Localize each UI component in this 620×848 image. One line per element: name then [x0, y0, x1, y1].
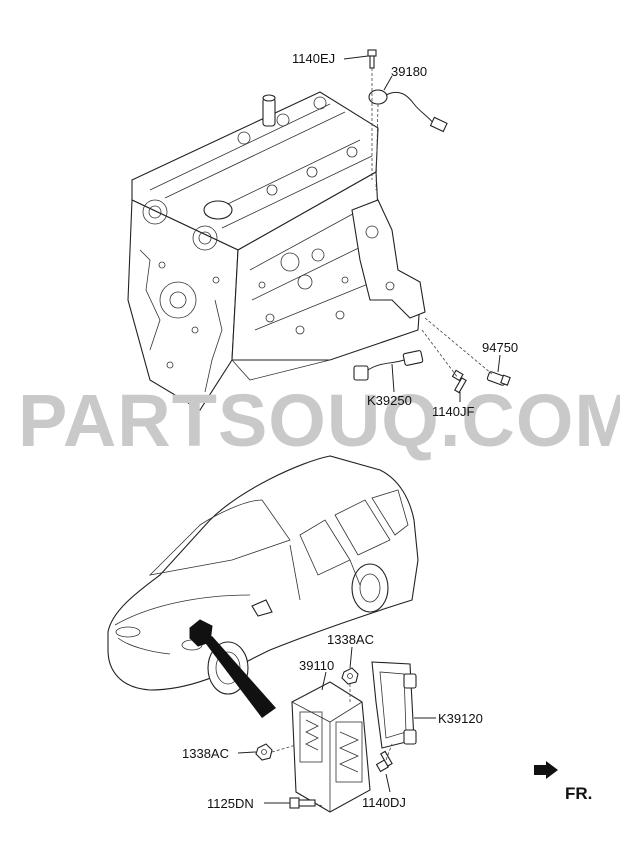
engine-block	[127, 91, 426, 411]
locator-line-1140dj	[385, 743, 393, 761]
bolt-1140jf	[451, 369, 467, 394]
bolt-1140ej	[367, 49, 377, 69]
nut-1338ac-top	[341, 667, 359, 685]
leader-line-1338ac-top	[349, 646, 353, 669]
locator-line-1140jf	[421, 329, 459, 379]
front-direction-label: FR.	[565, 784, 592, 803]
callout-1140dj: 1140DJ	[362, 795, 406, 810]
bolt-1140dj	[375, 750, 393, 773]
bracket-k39120	[371, 661, 417, 749]
ecu-module-39110	[291, 681, 371, 813]
locator-line-94750	[424, 317, 493, 375]
locator-line-39180	[375, 103, 379, 191]
leader-line-39110	[321, 671, 327, 691]
callout-1338ac-top: 1338AC	[327, 632, 374, 647]
leader-line-1140ej	[343, 55, 369, 60]
nut-1338ac-left	[255, 743, 273, 761]
sensor-94750	[486, 371, 511, 386]
callout-94750: 94750	[482, 340, 518, 355]
locator-line-1125dn	[314, 802, 323, 807]
harness-k39250	[353, 350, 424, 381]
callout-1140ej: 1140EJ	[292, 51, 335, 66]
callout-k39120: K39120	[438, 711, 483, 726]
callout-39180: 39180	[391, 64, 427, 79]
location-pointer-wedge	[203, 636, 276, 718]
locator-line-1338ac-left	[271, 744, 297, 753]
callout-39110: 39110	[299, 658, 334, 673]
watermark-text: PARTSOUQ.COM	[18, 379, 620, 462]
leader-line-k39250	[391, 363, 395, 393]
leader-line-94750	[497, 354, 501, 373]
callout-1125dn: 1125DN	[207, 796, 254, 811]
vehicle-outline	[107, 455, 419, 695]
callout-k39250: K39250	[367, 393, 412, 408]
sensor-39180	[368, 89, 448, 133]
leader-line-1140dj	[385, 773, 391, 793]
callout-1338ac-left: 1338AC	[182, 746, 229, 761]
bolt-1125dn	[289, 797, 316, 809]
leader-line-39180	[383, 75, 393, 91]
leader-line-1338ac-left	[237, 751, 257, 754]
front-direction-arrow-icon	[534, 761, 558, 779]
callout-1140jf: 1140JF	[432, 404, 474, 419]
